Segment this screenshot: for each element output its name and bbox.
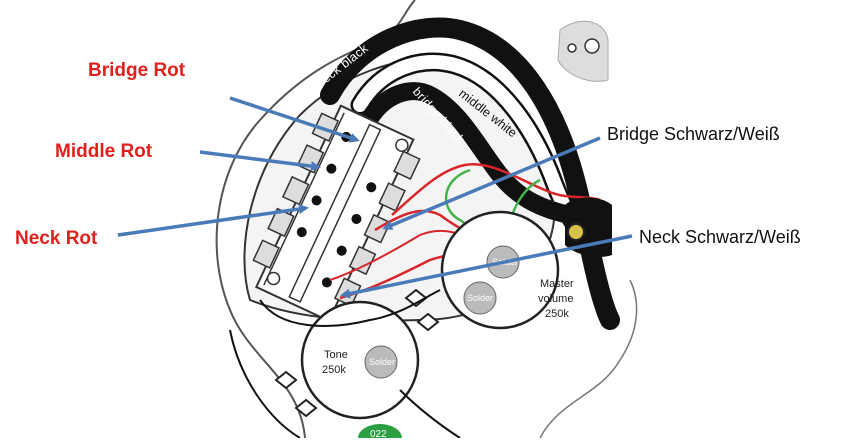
arrow-bridge-bw xyxy=(382,136,601,230)
bridge-black-wire xyxy=(361,82,579,224)
tone-label-1: Tone xyxy=(324,349,348,361)
capacitor: 022 xyxy=(358,424,402,443)
red-wire-1 xyxy=(391,162,601,216)
tone-pot: Solder Tone 250k xyxy=(300,300,420,420)
volume-label-1: Master xyxy=(540,278,574,290)
tone-solder: Solder xyxy=(369,357,395,367)
label-bridge-bw: Bridge Schwarz/Weiß xyxy=(607,124,780,144)
master-volume-pot: Solder Solder Master volume 250k xyxy=(440,210,574,330)
neck-black-wire-inner xyxy=(323,21,617,327)
capacitor-label: 022 xyxy=(370,429,387,438)
ground-wire-2 xyxy=(229,329,301,439)
arrow-middle-rot xyxy=(199,150,321,172)
label-neck-rot: Neck Rot xyxy=(15,228,98,249)
volume-solder-2: Solder xyxy=(467,293,493,303)
label-bridge-rot: Bridge Rot xyxy=(88,60,186,81)
jack-hardware xyxy=(557,20,612,257)
arrow-neck-bw xyxy=(340,234,633,299)
volume-label-2: volume xyxy=(538,293,573,305)
ground-wire-1 xyxy=(259,289,441,327)
ground-wire-3 xyxy=(399,389,461,439)
tone-label-2: 250k xyxy=(322,364,346,376)
label-middle-rot: Middle Rot xyxy=(55,141,153,162)
arrow-bridge-rot xyxy=(229,96,360,143)
label-neck-bw: Neck Schwarz/Weiß xyxy=(639,227,801,247)
pot-lugs xyxy=(274,288,440,418)
volume-label-3: 250k xyxy=(545,308,569,320)
arrow-neck-rot xyxy=(117,204,309,237)
pickguard-edge-right xyxy=(539,279,638,439)
